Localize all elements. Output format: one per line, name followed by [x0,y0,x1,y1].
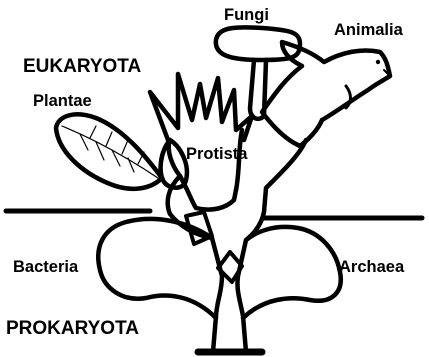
domain-divider-line [6,211,422,218]
plantae-label: Plantae [33,93,92,110]
eukaryota-label: EUKARYOTA [23,57,141,76]
prokaryota-label: PROKARYOTA [6,319,139,338]
plantae-leaf [56,114,162,188]
archaea-lobe [243,227,341,318]
protista-spikes [150,74,252,140]
fungi-label: Fungi [224,7,269,24]
archaea-label: Archaea [339,259,404,276]
protista-label: Protista [186,146,247,163]
tree-trunk [168,130,306,352]
animalia-label: Animalia [334,22,403,39]
bacteria-label: Bacteria [13,259,78,276]
